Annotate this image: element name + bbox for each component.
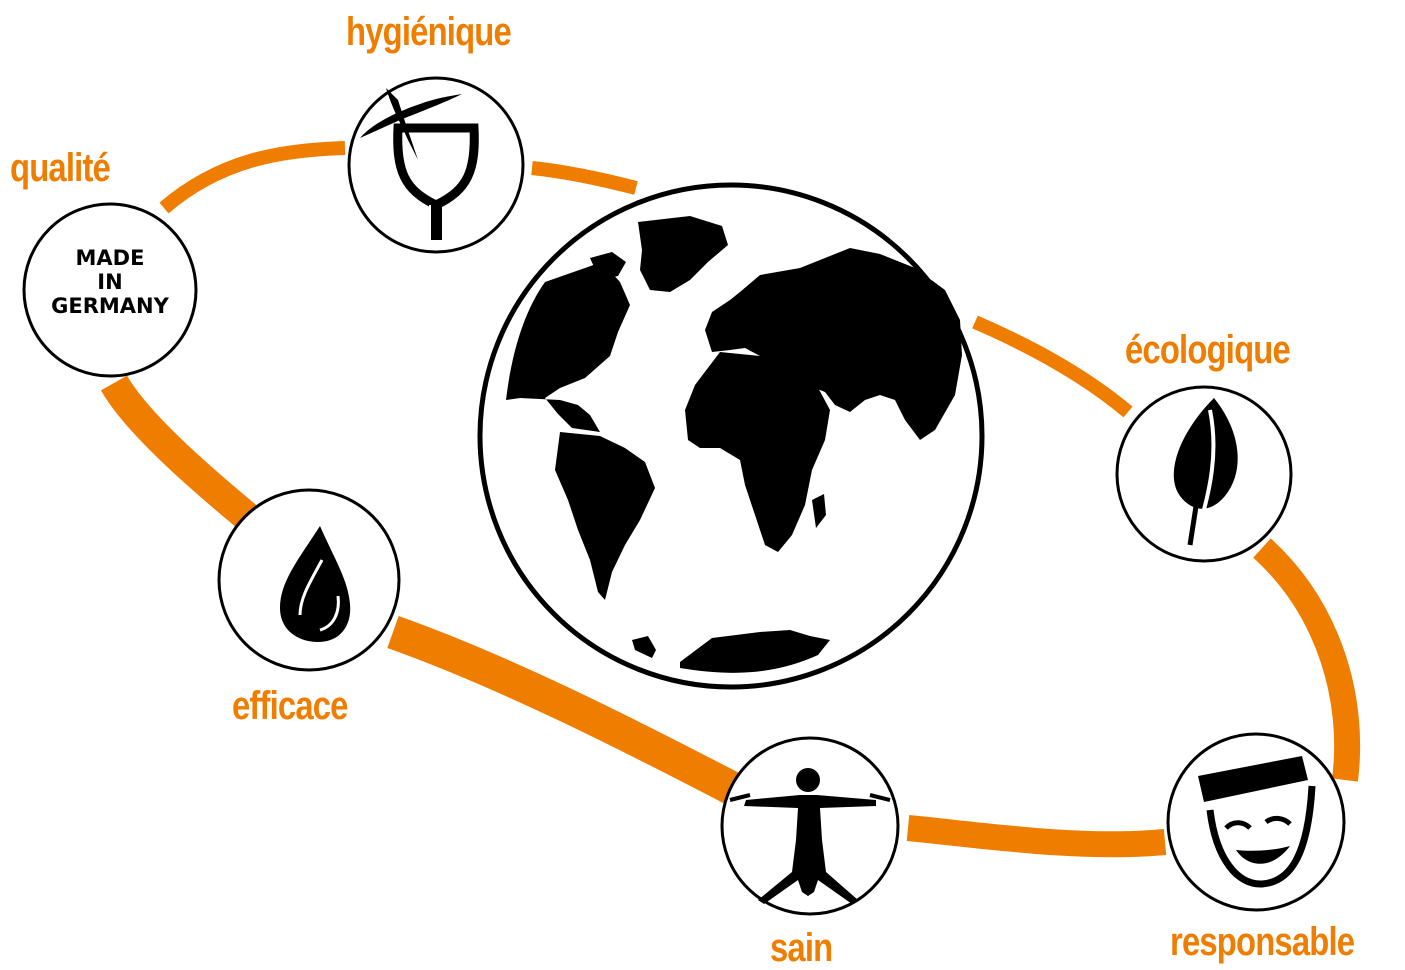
badge-made-in-germany — [22, 202, 198, 378]
vitruvian-man-icon — [720, 736, 900, 916]
orbit-segment — [159, 141, 346, 214]
orbit-segment — [1253, 538, 1361, 782]
globe-icon — [477, 182, 985, 690]
label-qualite: qualité — [10, 146, 111, 190]
orbit-segment — [100, 375, 267, 537]
made-line-3: GERMANY — [51, 294, 169, 318]
made-in-germany-text: MADE IN GERMANY — [30, 246, 190, 318]
made-line-1: MADE — [75, 246, 145, 270]
leaf-icon — [1115, 385, 1293, 563]
orbit-segment — [387, 615, 743, 806]
orbit-segment — [531, 161, 638, 195]
orbit-segment — [972, 315, 1133, 418]
made-line-2: IN — [97, 270, 123, 294]
label-efficace: efficace — [232, 684, 348, 728]
orbit-ring — [100, 141, 1361, 858]
drop-icon — [217, 488, 401, 672]
label-responsable: responsable — [1170, 920, 1355, 964]
smiling-face-icon — [1166, 732, 1346, 912]
label-ecologique: écologique — [1125, 328, 1291, 372]
label-sain: sain — [770, 926, 833, 970]
glass-icon — [347, 76, 525, 254]
orbit-segment — [906, 815, 1167, 858]
label-hygienique: hygiénique — [346, 10, 512, 54]
